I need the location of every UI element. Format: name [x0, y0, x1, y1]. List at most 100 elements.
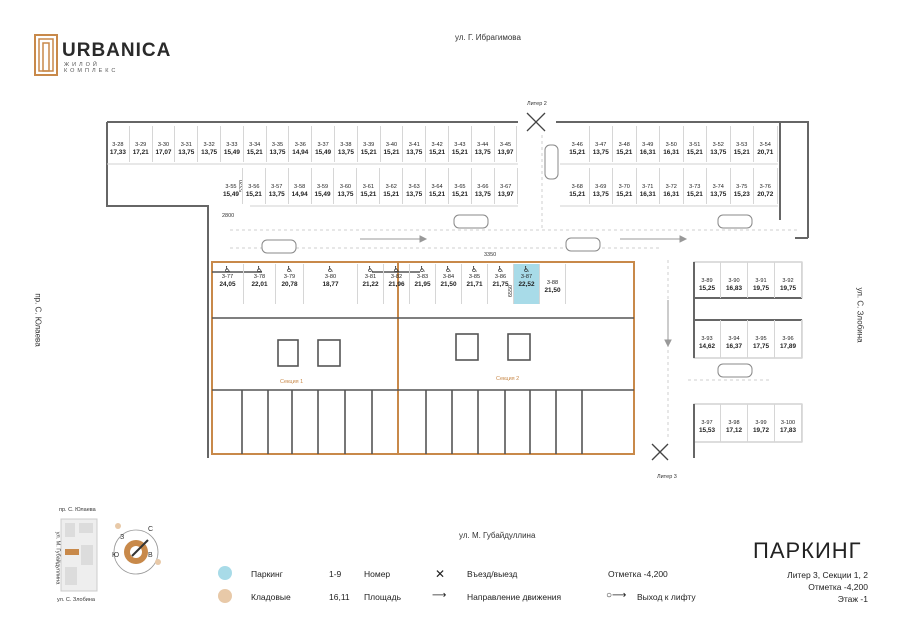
stall-area: 15,49: [223, 148, 240, 156]
stall-number: 3-38: [340, 142, 352, 148]
stall-number: 3-51: [689, 142, 701, 148]
wheelchair-icon: ♿: [285, 265, 294, 274]
info-line-2: Отметка -4,200: [808, 582, 868, 592]
street-top: ул. Г. Ибрагимова: [455, 33, 521, 42]
stall-number: 3-59: [316, 184, 329, 190]
stall-area: 15,25: [699, 284, 715, 292]
stall-number: 3-54: [759, 142, 771, 148]
logo: URBANICA ЖИЛОЙ КОМПЛЕКС: [34, 34, 170, 78]
stall-area: 19,75: [753, 284, 769, 292]
brand-subtitle: ЖИЛОЙ КОМПЛЕКС: [64, 62, 119, 74]
stall-area: 16,31: [639, 148, 656, 156]
stall-number: 3-86: [494, 274, 507, 280]
minimap-street-right: ул. М. Губайдуллина: [54, 531, 61, 585]
stall-area: 13,75: [710, 190, 727, 198]
stall-number: 3-90: [728, 278, 740, 284]
stall-area: 15,21: [569, 148, 586, 156]
stall-area: 14,94: [291, 190, 308, 198]
stall-number: 3-81: [364, 274, 377, 280]
stall-area: 21,71: [466, 280, 483, 288]
stall-number: 3-62: [385, 184, 397, 190]
stall-number: 3-58: [294, 184, 306, 190]
stall-area: 15,21: [451, 148, 468, 156]
wheelchair-icon: ♿: [326, 265, 335, 274]
stall-number: 3-66: [477, 184, 489, 190]
